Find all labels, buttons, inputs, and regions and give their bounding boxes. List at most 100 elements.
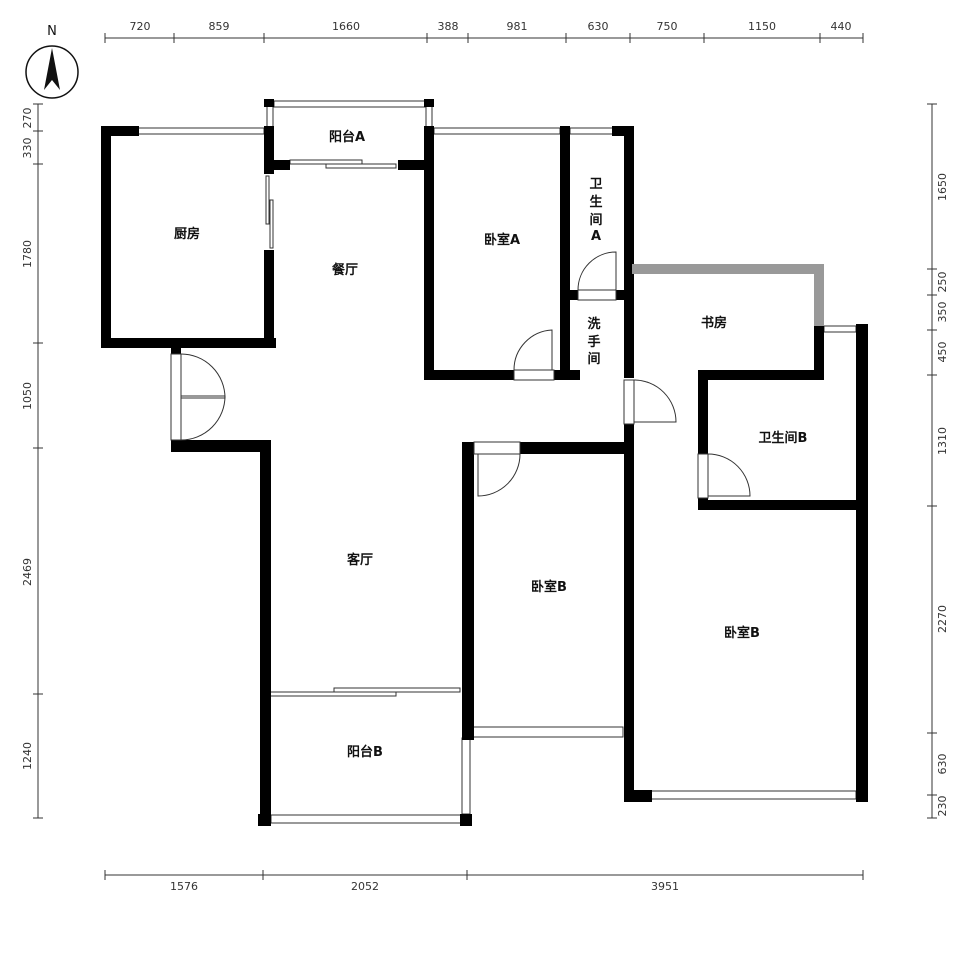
wall (264, 250, 274, 348)
door-entry[interactable] (170, 353, 226, 441)
wall (264, 160, 290, 170)
left-dimension-labels: 270 330 1780 1050 2469 1240 (21, 108, 34, 771)
wall (624, 424, 634, 802)
bottom-dimension-line (104, 870, 864, 880)
room-label-bedroom-a: 卧室A (484, 232, 520, 248)
wall (698, 370, 708, 454)
wall (264, 99, 274, 107)
compass-needle-icon (44, 48, 60, 90)
compass-north-label: N (47, 24, 57, 39)
corner-arrow-icon (632, 264, 640, 274)
wall (698, 370, 824, 380)
wall (570, 290, 578, 300)
dim-label: 859 (209, 20, 230, 33)
door-bathroom-a[interactable] (577, 251, 617, 301)
wall (520, 442, 634, 454)
dim-label: 1650 (936, 173, 949, 201)
window (472, 726, 624, 738)
room-label-bathroom-a: 生 (589, 194, 602, 210)
right-dimension-labels: 1650 250 350 450 1310 2270 630 230 (936, 173, 949, 817)
dim-label: 2469 (21, 558, 34, 586)
room-label-kitchen: 厨房 (174, 226, 200, 242)
wall (624, 790, 652, 802)
top-dimension-labels: 720 859 1660 388 981 630 750 1150 440 (130, 20, 852, 33)
window (433, 127, 561, 135)
sliding-doors (265, 159, 461, 697)
wall (258, 814, 270, 826)
dim-label: 981 (507, 20, 528, 33)
window (569, 127, 615, 135)
wall (616, 290, 634, 300)
wall (101, 126, 139, 136)
sliding-door (333, 687, 461, 693)
dim-label: 1310 (936, 427, 949, 455)
wall (462, 442, 474, 740)
wall (264, 126, 274, 174)
wall (560, 126, 570, 380)
wall (424, 99, 434, 107)
windows (137, 100, 857, 824)
door-bathroom-b[interactable] (697, 453, 751, 499)
room-label-washroom: 间 (587, 351, 600, 367)
room-label-bedroom-b-right: 卧室B (724, 625, 760, 641)
room-label-balcony-b: 阳台B (347, 744, 383, 760)
compass: N (25, 24, 79, 99)
right-dimension-line (927, 103, 937, 819)
dim-label: 1576 (170, 880, 198, 893)
dim-label: 388 (438, 20, 459, 33)
dim-label: 750 (657, 20, 678, 33)
dim-label: 3951 (651, 880, 679, 893)
door-bedroom-a[interactable] (513, 329, 555, 381)
sliding-door (269, 691, 397, 697)
wall (424, 370, 514, 380)
swing-doors (170, 251, 751, 499)
compass-ring (25, 45, 79, 99)
wall (624, 126, 634, 300)
dim-label: 2052 (351, 880, 379, 893)
window (425, 103, 433, 129)
dim-label: 1780 (21, 240, 34, 268)
wall (612, 126, 634, 136)
wall (814, 326, 824, 380)
dim-label: 1240 (21, 742, 34, 770)
partition-wall (814, 264, 824, 326)
room-label-bathroom-b: 卫生间B (759, 430, 808, 446)
partition-wall (632, 264, 824, 274)
door-study[interactable] (623, 379, 677, 425)
room-label-bathroom-a: 间 (589, 212, 602, 228)
wall (424, 126, 434, 380)
room-label-bathroom-a: A (591, 229, 601, 244)
sliding-door (265, 175, 270, 225)
wall (624, 300, 634, 378)
left-dimension-line (33, 103, 43, 819)
room-label-bathroom-a: 卫 (589, 177, 602, 192)
window (461, 737, 471, 815)
room-label-bedroom-b-middle: 卧室B (531, 579, 567, 595)
room-label-dining: 餐厅 (331, 262, 358, 278)
wall (260, 440, 271, 826)
top-dimension-line (104, 33, 864, 43)
wall (171, 440, 271, 452)
walls[interactable] (101, 99, 868, 826)
dim-label: 1150 (748, 20, 776, 33)
dim-label: 1660 (332, 20, 360, 33)
window (273, 100, 427, 108)
bottom-dimension-labels: 1576 2052 3951 (170, 880, 679, 893)
window (266, 103, 274, 129)
dim-label: 450 (936, 342, 949, 363)
wall (698, 500, 866, 510)
dim-label: 720 (130, 20, 151, 33)
dim-label: 1050 (21, 382, 34, 410)
wall (398, 160, 434, 170)
room-labels: 阳台A 厨房 餐厅 卧室A 卫 生 间 A 洗 手 间 书房 卫生间B 客厅 卧… (174, 129, 807, 760)
sliding-door (269, 199, 274, 249)
door-bedroom-b[interactable] (473, 441, 521, 497)
room-label-living: 客厅 (347, 552, 373, 568)
room-label-study: 书房 (701, 315, 727, 331)
room-label-washroom: 洗 (587, 316, 600, 332)
wall (460, 814, 472, 826)
dim-label: 630 (936, 754, 949, 775)
room-label-washroom: 手 (587, 334, 600, 350)
dim-label: 2270 (936, 605, 949, 633)
window (823, 325, 857, 333)
